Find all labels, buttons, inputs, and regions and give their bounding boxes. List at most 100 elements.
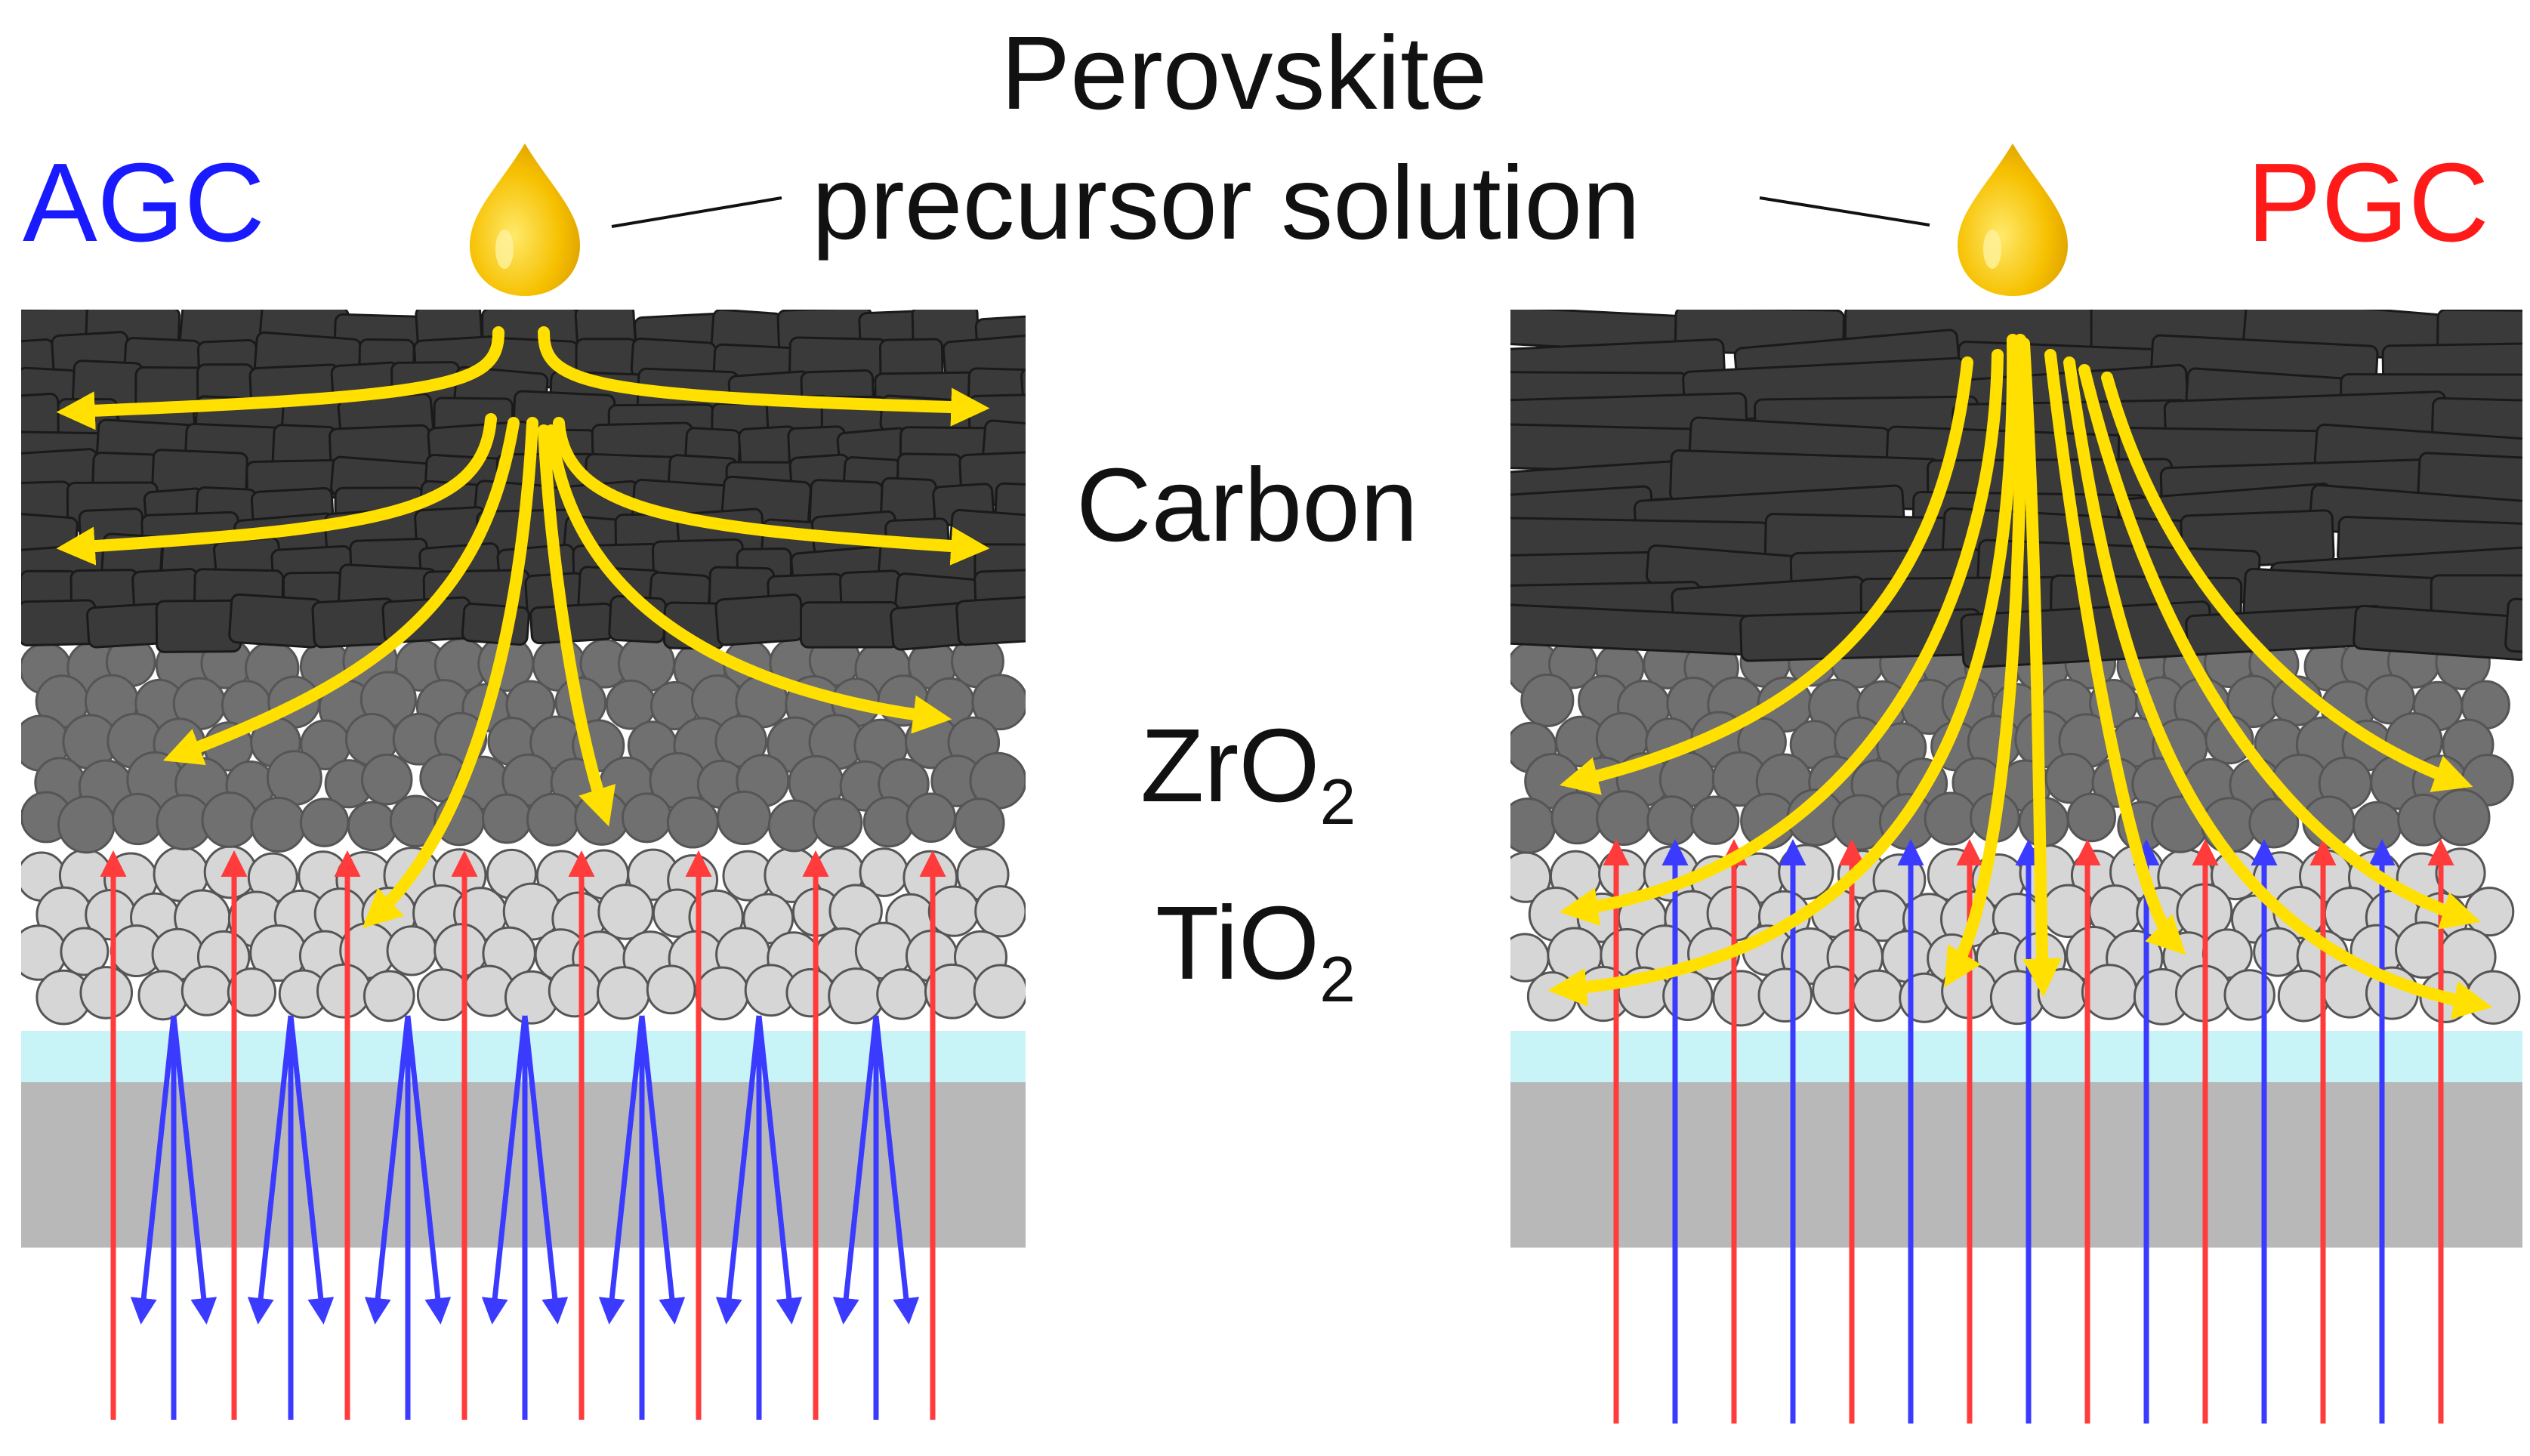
zro2-particle xyxy=(812,797,863,848)
tio2-particle xyxy=(597,884,654,940)
tio2-particle xyxy=(2464,887,2515,937)
precursor-flow-arrow xyxy=(2101,372,2473,792)
light-arrows xyxy=(1603,839,2454,1424)
carbon-flake xyxy=(529,602,615,645)
precursor-flow-arrow xyxy=(56,413,497,566)
zro2-particle xyxy=(767,799,821,853)
tio2-particle xyxy=(2081,964,2138,1020)
tio2-particle xyxy=(1662,970,1714,1022)
agc-panel xyxy=(21,310,1026,1420)
tio2-particle xyxy=(137,970,189,1021)
carbon-flake xyxy=(155,599,242,653)
tio2-particle xyxy=(828,967,885,1025)
tio2-particle xyxy=(646,964,696,1015)
carbon-flake xyxy=(1020,362,1026,421)
reflected-light-arrow xyxy=(288,1015,335,1325)
zro2-particle xyxy=(1510,797,1557,854)
reflected-light-arrow xyxy=(832,1015,879,1325)
zro2-label-base: ZrO xyxy=(1140,708,1320,824)
precursor-flow-arrows xyxy=(1547,334,2493,1020)
reflected-light-arrow xyxy=(598,1015,645,1325)
carbon-layer xyxy=(1510,310,2522,669)
reflected-light-arrow xyxy=(639,1015,686,1325)
precursor-flow-arrow xyxy=(553,417,990,566)
reflected-light-arrow xyxy=(481,1015,528,1325)
precursor-flow-arrow xyxy=(538,424,616,827)
tio2-particle xyxy=(973,964,1026,1020)
carbon-flake xyxy=(2353,604,2522,662)
precursor-flow-arrow xyxy=(2044,349,2186,955)
tio2-label-sub: 2 xyxy=(1319,943,1356,1016)
precursor-flow-arrow xyxy=(162,417,520,766)
light-arrows xyxy=(100,850,946,1420)
carbon-flake xyxy=(228,593,322,649)
carbon-flake xyxy=(21,599,97,646)
zro2-particle xyxy=(250,797,307,853)
droplet-icon xyxy=(1958,143,2068,296)
reflected-light-arrow xyxy=(247,1015,294,1325)
precursor-flow-arrow xyxy=(362,417,538,928)
leader-line-left xyxy=(611,196,782,228)
tio2-particle xyxy=(227,967,277,1017)
precursor-flow-arrow xyxy=(2063,356,2493,1020)
zro2-particle xyxy=(971,674,1026,731)
zro2-particle xyxy=(1690,795,1740,845)
zro2-particle xyxy=(717,790,772,846)
reflected-light-arrow xyxy=(522,1015,569,1325)
tio2-particle xyxy=(1851,969,1905,1023)
zro2-particle xyxy=(1596,790,1652,847)
zro2-particle xyxy=(1520,673,1575,727)
tio2-particle xyxy=(785,967,835,1018)
zro2-particle xyxy=(526,792,580,847)
precursor-flow-arrow xyxy=(1944,334,2027,988)
precursor-flow-arrows xyxy=(56,326,990,928)
tio2-particle xyxy=(1899,972,1950,1023)
precursor-flow-arrow xyxy=(2018,338,2062,998)
reflected-light-arrow xyxy=(405,1015,452,1325)
tio2-particle xyxy=(180,965,233,1016)
precursor-flow-arrow xyxy=(2078,364,2481,930)
tio2-particle xyxy=(1526,971,1578,1022)
pgc-label: PGC xyxy=(2247,140,2489,265)
zro2-particle xyxy=(266,750,322,807)
carbon-flake xyxy=(799,601,899,649)
zro2-particle xyxy=(201,791,258,848)
zro2-particle xyxy=(1924,791,1978,846)
precursor-flow-arrow xyxy=(56,326,504,430)
carbon-flake xyxy=(955,594,1026,646)
tio2-particle xyxy=(316,963,372,1019)
pgc-panel xyxy=(1510,310,2522,1424)
tio2-particle xyxy=(927,885,980,937)
precursor-flow-arrow xyxy=(1547,334,2019,1007)
carbon-flake xyxy=(461,603,530,646)
zro2-particle xyxy=(112,792,165,846)
tio2-particle xyxy=(60,927,110,976)
title-line-1: Perovskite xyxy=(1001,15,1488,131)
agc-label: AGC xyxy=(23,140,265,265)
zro2-particle xyxy=(482,793,532,844)
reflected-light-arrow xyxy=(756,1015,803,1325)
zro2-particle xyxy=(299,797,350,847)
zro2-particle xyxy=(347,800,398,852)
carbon-flake xyxy=(714,593,804,646)
zro2-particle xyxy=(2352,800,2402,851)
zro2-particle xyxy=(1646,795,1697,846)
glass-substrate xyxy=(1510,1080,2522,1248)
tio2-particle xyxy=(876,968,928,1020)
carbon-flake xyxy=(2504,597,2522,664)
zro2-particle xyxy=(954,797,1005,849)
tio2-particle xyxy=(2253,927,2303,977)
tio2-particle xyxy=(695,966,750,1021)
carbon-layer xyxy=(21,310,1026,653)
precursor-flow-arrow xyxy=(1559,349,2004,926)
zro2-label-sub: 2 xyxy=(1319,766,1356,838)
zro2-layer xyxy=(21,633,1026,854)
tio2-particle xyxy=(1757,967,1813,1023)
tio2-particle xyxy=(2466,970,2521,1025)
zro2-particle xyxy=(57,795,116,854)
zro2-particle xyxy=(2433,788,2491,847)
tio2-particle xyxy=(2223,969,2275,1021)
zro2-particle xyxy=(360,753,413,806)
tio2-label: TiO2 xyxy=(1155,891,1356,1012)
